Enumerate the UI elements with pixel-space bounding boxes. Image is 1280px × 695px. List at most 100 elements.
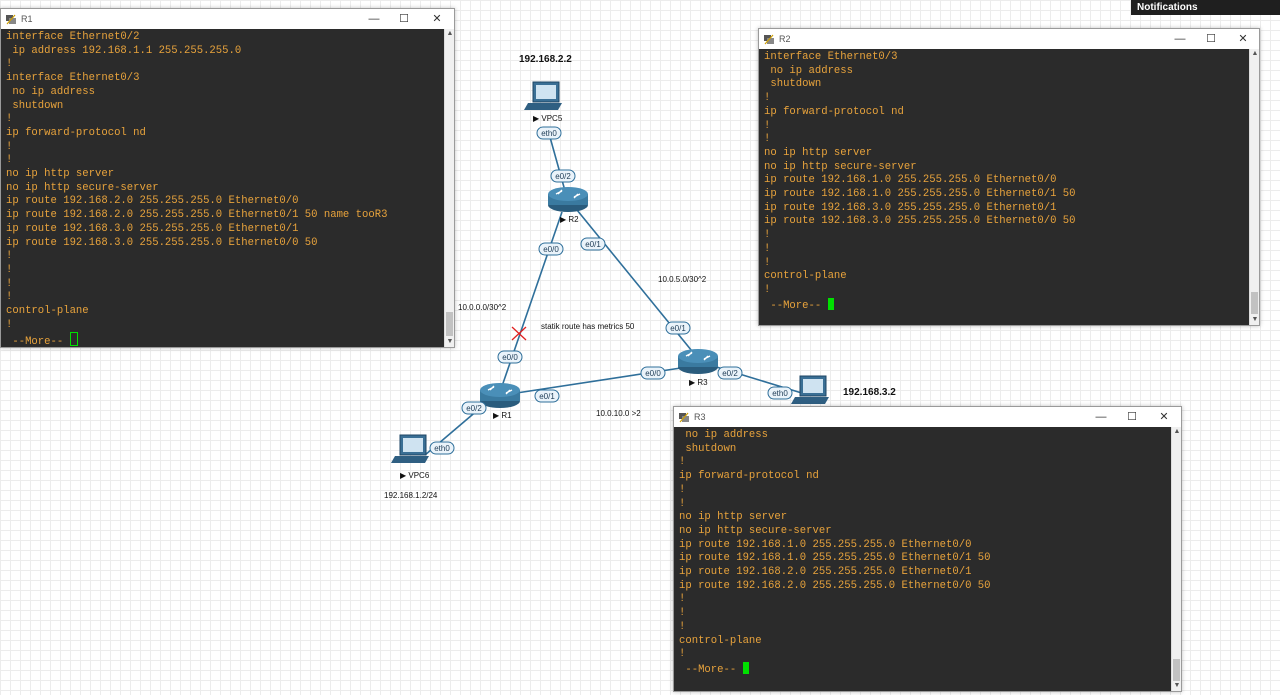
window-title: R2 [779,34,791,44]
terminal-output[interactable]: interface Ethernet0/2 ip address 192.168… [1,29,444,347]
terminal-line: ip route 192.168.3.0 255.255.255.0 Ether… [6,236,318,249]
terminal-line: ! [6,113,13,126]
svg-text:eth0: eth0 [434,444,450,453]
terminal-line: ! [6,291,13,304]
svg-text:e0/0: e0/0 [502,353,518,362]
terminal-window-r2[interactable]: R2 — ☐ ✕ interface Ethernet0/3 no ip add… [758,28,1260,326]
terminal-line: ip route 192.168.1.0 255.255.255.0 Ether… [764,188,1076,201]
terminal-line: control-plane [764,270,847,283]
port-r2-e00: e0/0 [538,242,564,256]
pc-3-icon[interactable] [791,375,829,404]
link-r1-r2[interactable] [499,211,563,393]
terminal-line: ! [6,277,13,290]
svg-text:e0/1: e0/1 [539,392,555,401]
r3-name-label[interactable]: ▶ R3 [689,378,708,387]
r1-name-label[interactable]: ▶ R1 [493,411,512,420]
port-r1-e01: e0/1 [534,389,560,403]
link-vpc5-r2[interactable] [547,129,568,199]
terminal-line: no ip http secure-server [679,524,832,537]
terminal-line: ! [764,229,771,242]
r2-name-label[interactable]: ▶ R2 [560,215,579,224]
scroll-thumb[interactable] [1251,292,1258,314]
vpc5-name-label[interactable]: ▶ VPC5 [533,114,563,123]
terminal-line: ip route 192.168.2.0 255.255.255.0 Ether… [679,579,991,592]
notifications-tab[interactable]: Notifications [1131,0,1280,15]
router-r3[interactable] [678,349,718,374]
router-r1[interactable] [480,383,520,408]
svg-text:e0/2: e0/2 [722,369,738,378]
terminal-line: shutdown [679,442,737,455]
more-prompt: --More-- [764,297,1249,314]
port-r3-e01: e0/1 [665,321,691,335]
terminal-line: ip forward-protocol nd [679,470,819,483]
cursor-block [827,297,834,310]
close-button[interactable]: ✕ [432,13,442,25]
terminal-line: ! [764,119,771,132]
router-r2[interactable] [548,187,588,212]
scrollbar[interactable]: ▲ ▼ [1171,427,1181,691]
pc3-ip-label: 192.168.3.2 [843,387,896,398]
terminal-line: ! [764,92,771,105]
maximize-button[interactable]: ☐ [399,13,409,25]
terminal-line: no ip address [764,64,854,77]
close-button[interactable]: ✕ [1238,33,1248,45]
minimize-button[interactable]: — [1174,33,1186,45]
vpc5-ip-label: 192.168.2.2 [519,54,572,65]
terminal-line: ! [679,593,686,606]
scroll-down-icon[interactable]: ▼ [1173,682,1181,689]
title-bar[interactable]: R2 — ☐ ✕ [759,29,1259,49]
port-r1-e00: e0/0 [497,350,523,364]
port-r1-e02: e0/2 [461,401,487,415]
vpc6-name-label[interactable]: ▶ VPC6 [400,471,430,480]
minimize-button[interactable]: — [1095,411,1107,423]
terminal-line: no ip http server [679,511,788,524]
scrollbar[interactable]: ▲ ▼ [1249,49,1259,325]
scroll-up-icon[interactable]: ▲ [1251,50,1259,57]
terminal-line: ! [764,133,771,146]
pc-vpc5-icon[interactable] [524,81,562,110]
link-r1-r3[interactable] [509,365,695,395]
terminal-line: ip address 192.168.1.1 255.255.255.0 [6,44,242,57]
port-r2-e01: e0/1 [580,237,606,251]
terminal-line: interface Ethernet0/3 [6,72,140,85]
port-r3-e00: e0/0 [640,366,666,380]
terminal-line: interface Ethernet0/3 [764,51,898,63]
svg-text:e0/1: e0/1 [585,240,601,249]
title-bar[interactable]: R3 — ☐ ✕ [674,407,1181,427]
terminal-line: no ip address [6,85,96,98]
terminal-line: shutdown [764,78,822,91]
svg-text:e0/2: e0/2 [555,172,571,181]
scroll-down-icon[interactable]: ▼ [1251,316,1259,323]
more-prompt-text: --More-- [6,336,70,347]
scroll-up-icon[interactable]: ▲ [446,30,454,37]
pc-vpc6-icon[interactable] [391,434,429,463]
scroll-thumb[interactable] [446,312,453,336]
terminal-line: ! [6,140,13,153]
terminal-line: ! [6,154,13,167]
port-pc3-eth0: eth0 [767,386,793,400]
terminal-line: ! [6,318,13,331]
svg-text:eth0: eth0 [541,129,557,138]
scrollbar[interactable]: ▲ ▼ [444,29,454,347]
subnet-r2-r3-label: 10.0.5.0/30^2 [658,275,707,284]
scroll-down-icon[interactable]: ▼ [446,338,454,345]
svg-text:e0/2: e0/2 [466,404,482,413]
close-button[interactable]: ✕ [1159,411,1169,423]
scroll-thumb[interactable] [1173,659,1180,681]
terminal-line: ip forward-protocol nd [764,105,904,118]
terminal-line: ip route 192.168.3.0 255.255.255.0 Ether… [6,222,299,235]
terminal-line: ! [6,263,13,276]
terminal-line: no ip http secure-server [764,160,917,173]
cursor-block [742,661,749,674]
terminal-window-r3[interactable]: R3 — ☐ ✕ no ip address shutdown!ip forwa… [673,406,1182,692]
terminal-output[interactable]: no ip address shutdown!ip forward-protoc… [674,427,1171,691]
terminal-line: ! [679,607,686,620]
terminal-output[interactable]: interface Ethernet0/3 no ip address shut… [759,49,1249,325]
minimize-button[interactable]: — [368,13,380,25]
maximize-button[interactable]: ☐ [1206,33,1216,45]
title-bar[interactable]: R1 — ☐ ✕ [1,9,454,29]
scroll-up-icon[interactable]: ▲ [1173,428,1181,435]
maximize-button[interactable]: ☐ [1127,411,1137,423]
terminal-window-r1[interactable]: R1 — ☐ ✕ interface Ethernet0/2 ip addres… [0,8,455,348]
